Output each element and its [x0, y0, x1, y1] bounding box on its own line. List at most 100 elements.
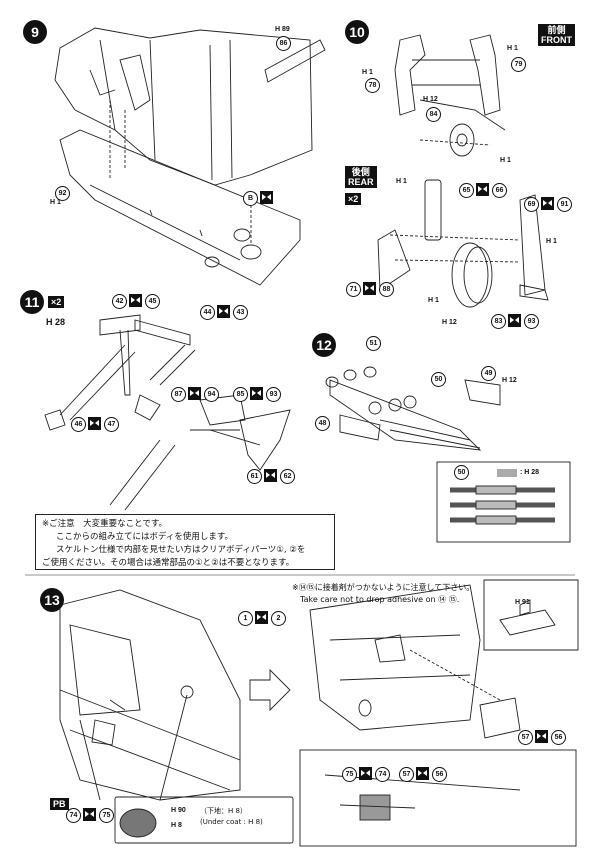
part-49-callout: 49: [481, 366, 496, 381]
part-71-callout: 71: [346, 282, 361, 297]
s13-arrow: [249, 668, 291, 712]
cement-icon: [476, 183, 489, 196]
rear-qty: ×2: [345, 193, 362, 205]
part-50-callout: 50: [431, 372, 446, 387]
s13-cover-part: [119, 808, 157, 838]
paint-ref-h90: H 90: [171, 807, 186, 814]
cement-icon: [217, 305, 230, 318]
cement-icon: [260, 191, 273, 204]
part-93-callout: 93: [266, 387, 281, 402]
step-13-number: 13: [40, 588, 64, 612]
inset-part-74-callout: 74: [375, 767, 390, 782]
paint-ref-h1: H 1: [396, 178, 407, 185]
paint-ref-h1: H 1: [500, 157, 511, 164]
part-83-callout: 83: [491, 314, 506, 329]
part-61-callout: 61: [247, 469, 262, 484]
undercoat-jp: （下地：H 8）: [200, 807, 247, 815]
inset-part-56-callout: 56: [432, 767, 447, 782]
part-92-callout: 92: [55, 186, 70, 201]
part-48-callout: 48: [315, 416, 330, 431]
s13-part74-75: [374, 634, 406, 663]
cement-icon: [541, 197, 554, 210]
part-62-callout: 62: [280, 469, 295, 484]
notice-line-3: スケルトン仕様で内部を見せたい方はクリアボディパーツ①, ②を: [56, 545, 306, 555]
step-12-number: 12: [312, 333, 336, 357]
s10-rear-wheel: [451, 242, 489, 308]
part-84-callout: 84: [426, 107, 441, 122]
paint-ref-h1: H 1: [362, 69, 373, 76]
step-9-number: 9: [23, 20, 47, 44]
part-1-callout: 1: [238, 611, 253, 626]
part-65-callout: 65: [459, 183, 474, 198]
cement-icon: [88, 417, 101, 430]
part-85-callout: 85: [233, 387, 248, 402]
undercoat-en: (Under coat : H 8): [200, 818, 263, 826]
s9-fuselage-body: [54, 27, 313, 186]
paint-ref-h12: H 12: [502, 377, 517, 384]
adhesive-note-jp: ※⑭⑮に接着剤がつかないように注意して下さい。: [292, 583, 475, 592]
paint-ref-h91: H 91: [515, 599, 530, 606]
paint-ref-h1: H 1: [546, 238, 557, 245]
paint-ref-89: H 89: [275, 26, 290, 33]
cement-icon: [250, 387, 263, 400]
s12-part48: [339, 414, 381, 441]
part-86-callout: 86: [276, 36, 291, 51]
part-87-callout: 87: [171, 387, 186, 402]
notice-line-2: ここからの組み立てにはボディを使用します。: [56, 532, 234, 542]
inset-part-57-callout: 57: [399, 767, 414, 782]
cement-icon: [188, 387, 201, 400]
part-94-callout: 94: [204, 387, 219, 402]
cement-icon: [129, 294, 142, 307]
part-56-callout: 56: [551, 730, 566, 745]
part-b-callout: B: [243, 191, 258, 206]
cement-icon: [363, 282, 376, 295]
part-51-callout: 51: [366, 336, 381, 351]
s10-rear-strut: [424, 179, 442, 241]
paint-ref-h1: H 1: [428, 297, 439, 304]
part-93-callout: 93: [524, 314, 539, 329]
cement-icon: [255, 611, 268, 624]
s13-part57-inset: [499, 599, 556, 636]
important-notice: ※ご注意 大変重要なことです。 ここからの組み立てにはボディを使用します。 スケ…: [35, 514, 335, 570]
front-tag: 前側 FRONT: [538, 24, 575, 46]
s10-front-strut-right: [469, 34, 501, 116]
part-44-callout: 44: [200, 305, 215, 320]
part-2-callout: 2: [271, 611, 286, 626]
s9-part86: [264, 39, 326, 83]
part-91-callout: 91: [557, 197, 572, 212]
part-78-callout: 78: [365, 78, 380, 93]
paint-ref-h28: H 28: [46, 317, 66, 327]
inset-paint-ref: : H 28: [520, 469, 540, 476]
part-45-callout: 45: [145, 294, 160, 309]
s13-bottom-inset: [299, 749, 577, 847]
part-75-callout: 75: [99, 808, 114, 823]
part-69-callout: 69: [524, 197, 539, 212]
step-10-number: 10: [345, 20, 369, 44]
s12-part49: [464, 379, 501, 406]
cement-icon: [264, 469, 277, 482]
paint-ref-h12: H 12: [423, 96, 438, 103]
notice-line-1: ※ご注意 大変重要なことです。: [42, 519, 168, 529]
cement-icon: [416, 767, 429, 780]
s10-rear-legs: [377, 194, 546, 296]
s10-front-wheel: [449, 123, 475, 157]
cement-icon: [359, 767, 372, 780]
part-79-callout: 79: [511, 57, 526, 72]
s9-floor-panel: [59, 129, 301, 286]
s10-front-strut-left: [394, 34, 426, 116]
cement-icon: [508, 314, 521, 327]
notice-line-4: ご使用ください。その場合は通常部品の①と②は不要となります。: [42, 558, 295, 568]
s12-pod-body: [329, 379, 482, 451]
part-74-callout: 74: [66, 808, 81, 823]
s13-fuselage-right: [309, 584, 481, 731]
paint-ref-h8: H 8: [171, 822, 182, 829]
part-88-callout: 88: [379, 282, 394, 297]
paint-ref-h12: H 12: [442, 319, 457, 326]
rear-tag: 後側 REAR: [345, 166, 377, 188]
s13-fuselage-left: [59, 589, 241, 801]
part-47-callout: 47: [104, 417, 119, 432]
s13-panel: [69, 624, 141, 716]
cement-icon: [535, 730, 548, 743]
s13-part57: [479, 697, 521, 739]
